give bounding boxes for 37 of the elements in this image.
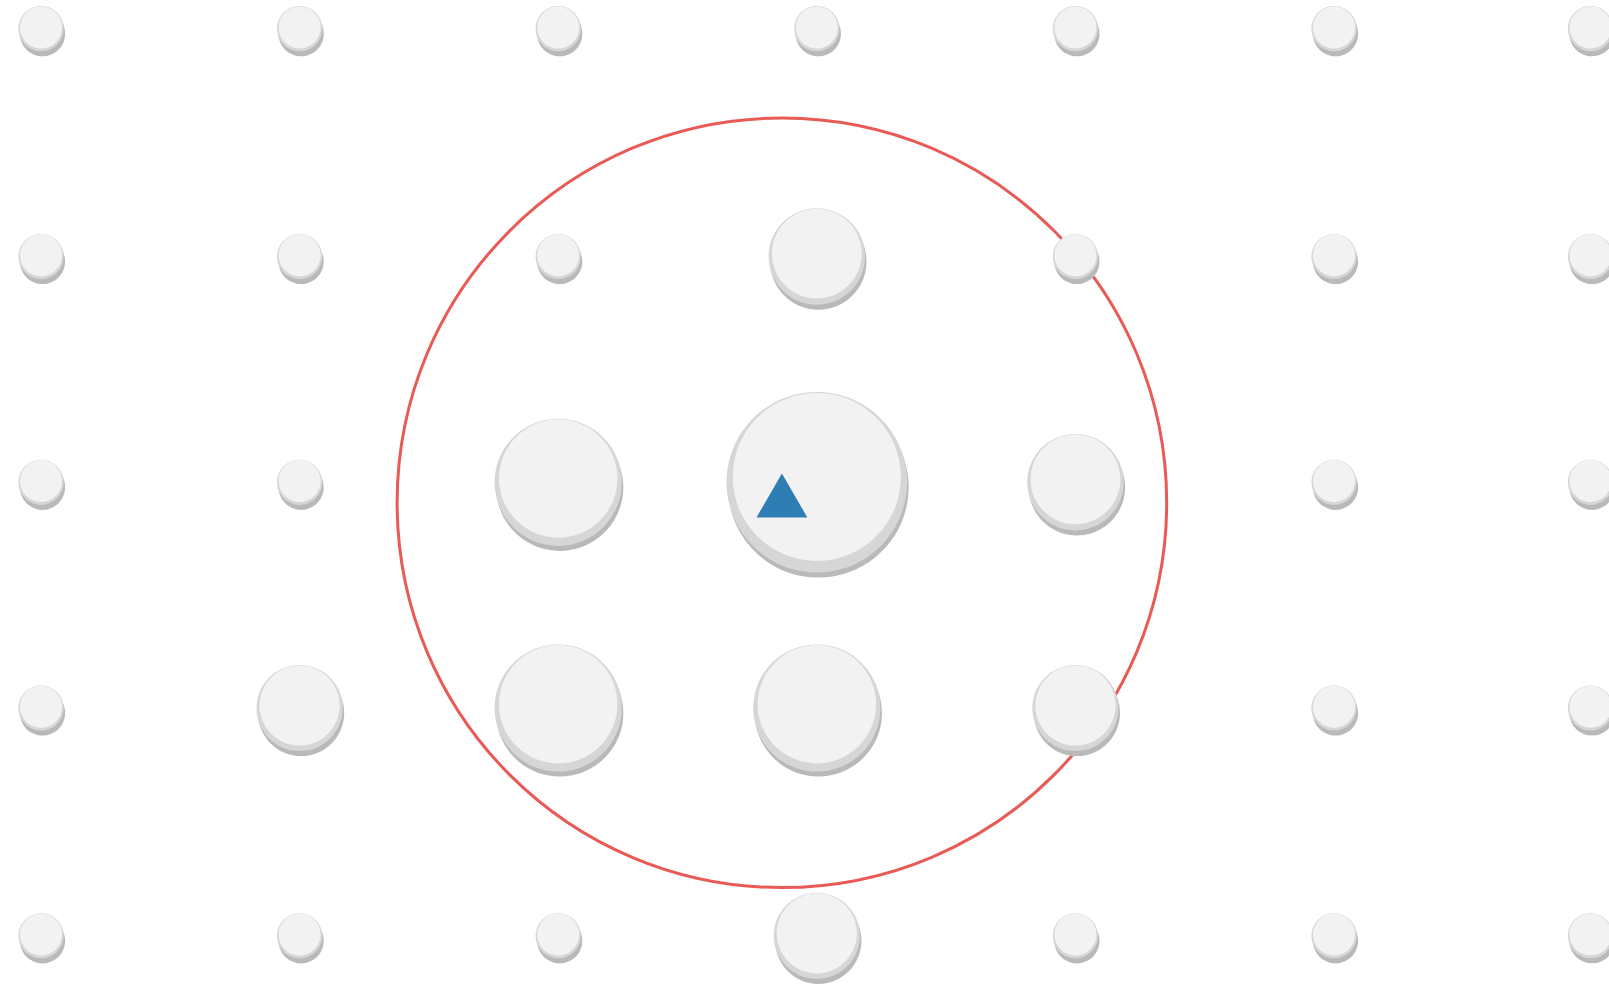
dot xyxy=(1311,233,1359,285)
dot xyxy=(18,233,66,285)
dot xyxy=(794,6,841,57)
dot xyxy=(726,392,909,578)
dot xyxy=(494,418,624,551)
dot xyxy=(18,6,66,57)
dot xyxy=(535,6,583,57)
dot xyxy=(1052,6,1100,57)
dot xyxy=(1567,685,1609,736)
ring xyxy=(395,116,1169,890)
dot xyxy=(1027,434,1126,536)
dot xyxy=(1311,685,1359,736)
dot xyxy=(277,6,324,57)
dot xyxy=(768,208,867,310)
dot xyxy=(277,459,324,510)
dot xyxy=(1567,459,1609,510)
dot xyxy=(1567,913,1609,964)
dot xyxy=(753,644,882,777)
dot xyxy=(773,892,862,984)
dot xyxy=(535,233,583,285)
dot xyxy=(535,913,583,964)
dot xyxy=(18,913,66,964)
dot xyxy=(1052,913,1100,964)
dot xyxy=(1567,233,1609,285)
dot xyxy=(277,233,324,285)
dot xyxy=(18,459,66,510)
dot xyxy=(1311,913,1359,964)
dot xyxy=(1567,6,1609,57)
dot xyxy=(1311,6,1359,57)
dot xyxy=(1032,664,1120,757)
dot xyxy=(1052,233,1100,285)
triangle-marker xyxy=(756,473,808,518)
dot xyxy=(18,685,66,736)
dot xyxy=(256,664,345,757)
dot xyxy=(277,913,324,964)
dot xyxy=(494,644,624,777)
dot xyxy=(1311,459,1359,510)
